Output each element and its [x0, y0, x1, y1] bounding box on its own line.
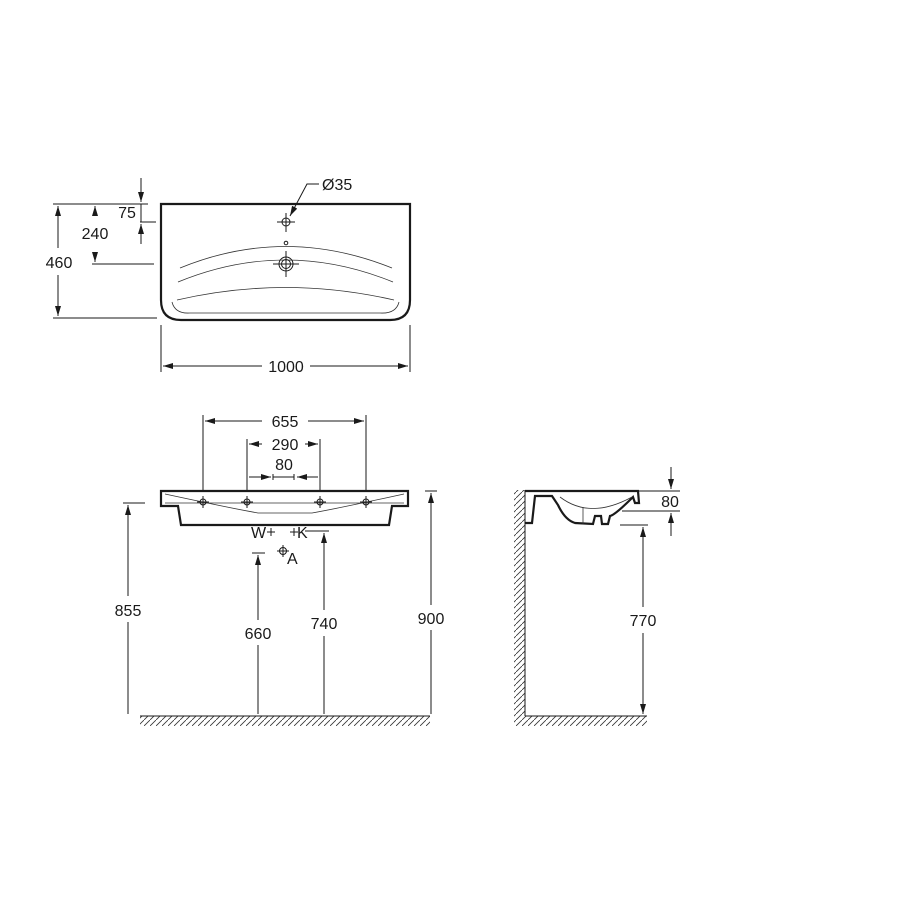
wall-hatch: [514, 490, 525, 726]
mounting-hole-icon: [314, 496, 326, 508]
inner-holes-dimension: 290: [272, 437, 299, 454]
mounting-hole-icon: [197, 496, 209, 508]
cold-water-label: K: [297, 525, 308, 542]
drain-icon: [273, 251, 299, 277]
side-view: 80 770: [514, 467, 680, 726]
basin-outline-top: [159, 202, 412, 322]
tap-hole-diameter-label: Ø35: [322, 177, 352, 194]
tap-to-drain-dimension: 240: [82, 226, 109, 243]
bracket-height-dimension: 855: [115, 603, 142, 620]
top-height-dimension: 900: [418, 611, 445, 628]
top-view: Ø35 1000 460 240 75: [46, 177, 412, 376]
basin-outline-front: [159, 489, 410, 527]
hot-water-point-icon: [267, 528, 275, 536]
basin-profile-side: [525, 489, 641, 526]
cold-water-point-icon: [290, 528, 298, 536]
waste-point-icon: [277, 545, 289, 557]
floor-hatch: [140, 716, 430, 726]
underside-height-dimension: 770: [630, 613, 657, 630]
hot-water-label: W: [251, 525, 267, 542]
mounting-holes: [197, 496, 372, 508]
tap-offset-dimension: 75: [118, 205, 136, 222]
supply-height-dimension: 740: [311, 616, 338, 633]
center-holes-dimension: 80: [275, 457, 293, 474]
mounting-hole-icon: [241, 496, 253, 508]
outer-holes-dimension: 655: [272, 414, 299, 431]
waste-height-dimension: 660: [245, 626, 272, 643]
tap-hole-icon: [277, 213, 295, 232]
width-dimension: 1000: [268, 359, 304, 376]
floor-hatch: [525, 716, 647, 726]
front-view: 655 290 80 W K A 855 660 74: [115, 414, 445, 726]
waste-label: A: [287, 551, 298, 568]
depth-dimension: 460: [46, 255, 73, 272]
mounting-hole-icon: [360, 496, 372, 508]
overflow-icon: [283, 240, 289, 246]
basin-depth-dimension: 80: [661, 494, 679, 511]
